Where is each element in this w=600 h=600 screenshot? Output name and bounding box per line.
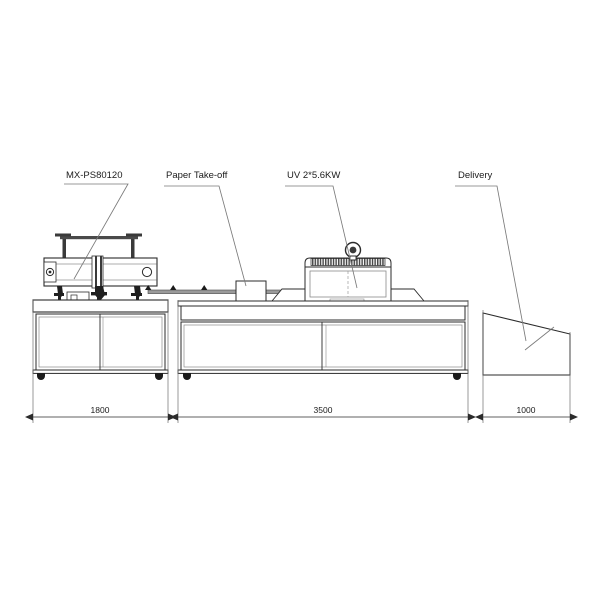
dim-value-conveyor: 3500 — [314, 405, 333, 415]
leader-paper-take-off — [164, 185, 247, 287]
callout-labels: MX-PS80120 Paper Take-off UV 2*5.6KW Del… — [66, 170, 493, 181]
callout-leaders — [64, 183, 555, 351]
machine-conveyor-uv — [145, 241, 469, 380]
conveyor-table — [177, 300, 469, 374]
label-mx-ps80120: MX-PS80120 — [66, 170, 123, 181]
feeder-casters — [37, 373, 163, 380]
belt-marker-icon — [170, 285, 177, 290]
dim-value-feeder: 1800 — [91, 405, 110, 415]
label-paper-take-off: Paper Take-off — [166, 170, 228, 181]
leader-delivery-secondary — [524, 326, 555, 351]
label-delivery: Delivery — [458, 170, 493, 181]
dim-value-delivery: 1000 — [517, 405, 536, 415]
leader-uv-lamp — [285, 185, 358, 289]
label-uv-lamp: UV 2*5.6KW — [287, 170, 340, 181]
uv-lamp-hood — [304, 241, 392, 303]
dimension-values: 1800 3500 1000 — [86, 404, 542, 415]
paper-take-off-box — [235, 280, 267, 302]
feeder-clamp-assembly — [54, 286, 142, 302]
uv-vent-grille — [310, 258, 386, 266]
belt-marker-icon — [145, 285, 152, 290]
leader-delivery — [455, 185, 527, 342]
feeder-head-body — [43, 255, 158, 289]
machine-feeder — [32, 233, 169, 380]
belt-marker-icon — [201, 285, 208, 290]
dimension-lines — [32, 300, 571, 423]
conveyor-casters — [183, 373, 461, 380]
feeder-upper-frame — [55, 233, 142, 260]
leader-mx-ps80120 — [64, 183, 129, 280]
feeder-table — [32, 299, 169, 374]
